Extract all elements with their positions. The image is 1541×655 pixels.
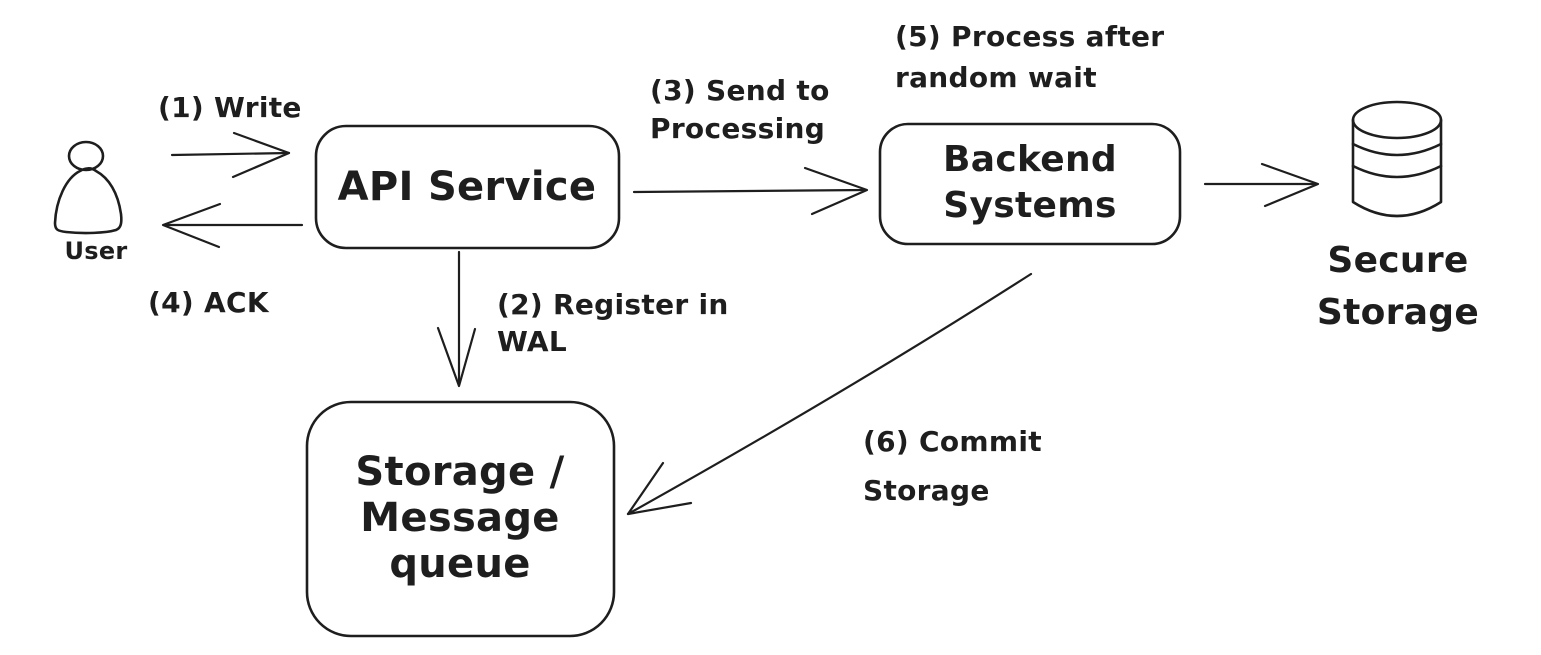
arrow-write-label: (1) Write <box>158 91 302 124</box>
process-wait-line1: (5) Process after <box>895 20 1164 53</box>
api-service-box <box>314 124 621 250</box>
process-wait-line2: random wait <box>895 61 1097 94</box>
user-label: User <box>64 237 127 265</box>
arrow-commit-shaft <box>626 272 1033 516</box>
storage-queue-label-line1: Storage / <box>355 449 564 495</box>
arrow-send-shaft <box>632 188 868 194</box>
arrow-commit-label-line1: (6) Commit <box>863 425 1042 458</box>
arrow-to-secure-storage <box>1203 162 1320 208</box>
person-icon <box>53 140 123 235</box>
arrow-send-label-line2: Processing <box>650 112 825 145</box>
arrow-register-label-line1: (2) Register in <box>497 288 729 321</box>
secure-storage-label-line2: Storage <box>1317 292 1479 333</box>
arrow-commit-storage: (6) Commit Storage <box>626 272 1042 516</box>
arrow-secure-head <box>1260 162 1320 208</box>
arrow-send-processing: (3) Send to Processing <box>632 74 869 216</box>
node-api-service: API Service <box>314 124 621 250</box>
storage-queue-label-line2: Message <box>360 495 559 541</box>
node-user: User <box>53 140 127 265</box>
node-secure-storage: Secure Storage <box>1317 100 1479 333</box>
arrow-ack: (4) ACK <box>148 202 304 319</box>
database-icon <box>1351 100 1443 218</box>
arrow-register-wal: (2) Register in WAL <box>436 250 729 388</box>
arrow-write: (1) Write <box>158 91 302 179</box>
arrow-register-label-line2: WAL <box>497 325 567 358</box>
label-process-wait: (5) Process after random wait <box>895 20 1164 94</box>
node-backend-systems: Backend Systems <box>878 122 1182 246</box>
backend-systems-label-line1: Backend <box>943 139 1117 180</box>
backend-systems-box <box>878 122 1182 246</box>
arrow-ack-label: (4) ACK <box>148 286 270 319</box>
arrow-commit-head <box>626 461 693 516</box>
arrow-send-head <box>803 166 869 216</box>
arrow-write-head <box>231 131 291 179</box>
arrow-ack-head <box>161 202 222 249</box>
node-storage-queue: Storage / Message queue <box>305 400 616 638</box>
arrow-register-head <box>436 326 477 388</box>
storage-queue-box <box>305 400 616 638</box>
backend-systems-label-line2: Systems <box>943 185 1117 226</box>
api-service-label: API Service <box>338 164 597 210</box>
arrow-commit-label-line2: Storage <box>863 474 990 507</box>
secure-storage-label-line1: Secure <box>1327 240 1468 281</box>
storage-queue-label-line3: queue <box>389 541 530 587</box>
arrow-send-label-line1: (3) Send to <box>650 74 830 107</box>
arrow-write-shaft <box>170 151 291 157</box>
